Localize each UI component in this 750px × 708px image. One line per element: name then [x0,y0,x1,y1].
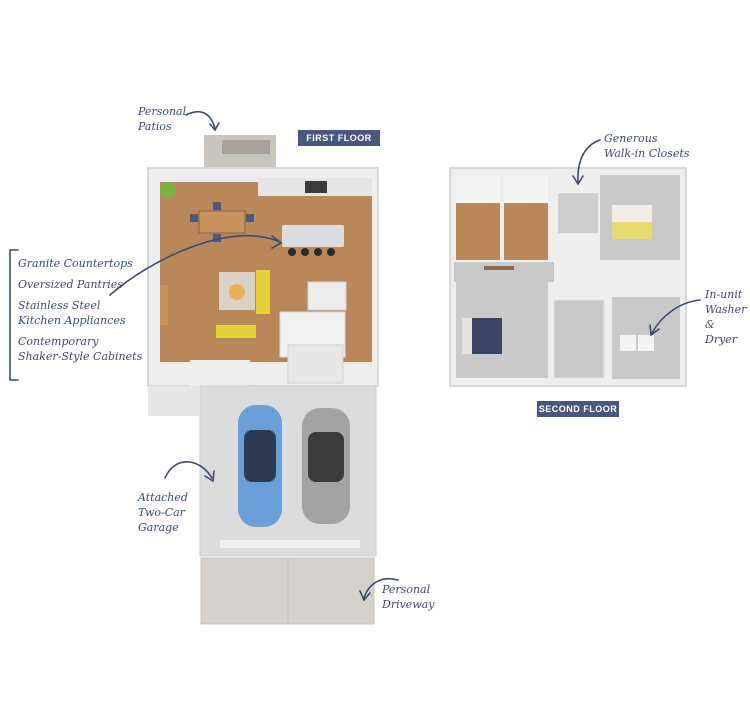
media-console [160,285,168,325]
stairs [287,344,344,384]
chair [213,202,221,210]
walk-in-closet [558,193,598,233]
garage-side [148,386,200,416]
tub [456,175,500,203]
rug-pattern [229,284,245,300]
entry [190,360,250,386]
feature-item: Stainless Steel Kitchen Appliances [18,299,126,327]
stool [314,248,322,256]
bathroom-bottom [553,299,605,379]
garage-arrow [164,461,213,479]
driveway-label: Personal Driveway [382,583,435,611]
stool [288,248,296,256]
feature-item: Granite Countertops [18,257,133,270]
chair [190,214,198,222]
blue-car-roof [244,430,276,482]
sofa [256,270,270,314]
stool [327,248,335,256]
sofa [216,325,256,338]
washer-arrow [651,299,701,334]
feature-list: Granite Countertops Oversized Pantries S… [18,256,168,370]
garage-label: Attached Two-Car Garage [138,491,188,534]
feature-item: Contemporary Shaker-Style Cabinets [18,335,143,363]
silver-car-roof [308,432,344,482]
closets-label: Generous Walk-in Closets [604,132,690,160]
bed-blanket [612,222,652,239]
dining-table [198,210,246,234]
tub [504,175,548,203]
pillows [462,318,472,354]
features-arrow [109,234,281,296]
first-floor-badge: FIRST FLOOR [298,130,380,146]
patio-furniture [222,140,270,154]
garage-markings [220,540,360,548]
plant [160,182,176,198]
patios-arrow [185,111,216,129]
washer-label: In-unit Washer & Dryer [705,288,747,346]
features-bracket [9,249,19,381]
driveway-arrow [363,578,399,599]
pantry [307,281,347,311]
dryer [638,335,654,351]
closets-arrow [577,139,601,183]
stool [301,248,309,256]
patios-label: Personal Patios [138,105,187,133]
feature-item: Oversized Pantries [18,278,123,291]
chair [246,214,254,222]
chair [213,234,221,242]
stove [305,181,327,193]
second-floor-badge: SECOND FLOOR [537,401,619,417]
kitchen-island [282,225,344,247]
washer [620,335,636,351]
